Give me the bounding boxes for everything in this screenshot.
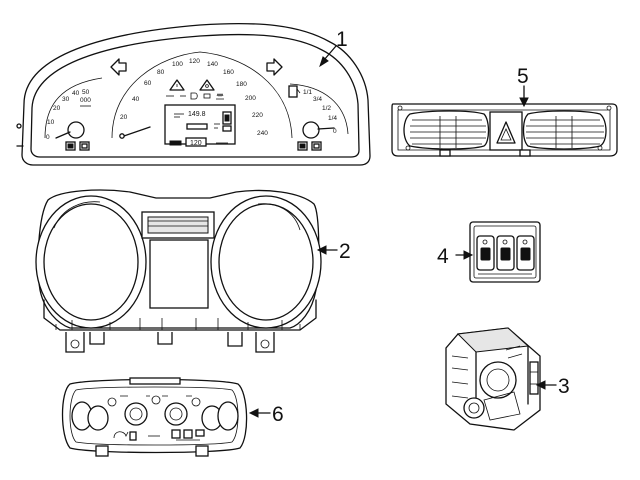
speed-tick-180: 180	[236, 81, 247, 88]
switch-panel	[469, 221, 541, 283]
right-air-vent	[522, 110, 607, 150]
speedometer: 20 40 60 80 100 120 140 160 180 200 220 …	[111, 51, 293, 147]
rpm-gauge: 0 10 20 30 40 50 000	[44, 77, 103, 151]
hazard-triangle-icon	[496, 121, 516, 144]
right-turn-arrow-icon	[266, 58, 283, 76]
speed-tick-220: 220	[252, 112, 263, 119]
callout-2: 2	[316, 240, 351, 263]
left-air-vent	[403, 110, 490, 150]
rpm-tick-20: 20	[53, 105, 61, 112]
climate-control-unit	[61, 377, 248, 457]
speed-tick-200: 200	[245, 95, 256, 102]
rpm-unit-label: 000	[80, 97, 91, 104]
speed-tick-20: 20	[120, 114, 128, 121]
hazard-button[interactable]	[489, 111, 523, 151]
fuel-tick-3-4: 3/4	[313, 96, 322, 103]
right-outer-vent	[217, 401, 239, 431]
left-turn-arrow-icon	[110, 58, 127, 76]
speed-tick-240: 240	[257, 130, 268, 137]
fuel-tick-1-2: 1/2	[322, 105, 331, 112]
fuel-pump-icon	[288, 85, 298, 98]
fuel-tick-full: 1/1	[303, 89, 312, 96]
callout-5-label: 5	[517, 65, 529, 88]
rpm-tick-30: 30	[62, 96, 70, 103]
speed-tick-60: 60	[144, 80, 152, 87]
trip-reading: 149.8	[188, 111, 206, 118]
rpm-tick-10: 10	[47, 119, 55, 126]
triangle-warning-icon	[199, 79, 215, 91]
fuel-tick-empty: 0	[333, 128, 337, 135]
fan-speed-knob[interactable]	[164, 402, 188, 426]
callout-6-label: 6	[272, 403, 284, 426]
switch-assembly	[445, 327, 541, 431]
temperature-knob[interactable]	[124, 402, 148, 426]
speed-tick-120: 120	[189, 58, 200, 65]
odometer-reading: 120	[190, 140, 202, 147]
seat-heater-icon	[216, 93, 224, 100]
callout-1-label: 1	[336, 28, 348, 51]
callout-1: 1	[319, 28, 348, 68]
recirculation-icon	[113, 431, 129, 439]
instrument-cluster: 0 10 20 30 40 50 000 20 40 60 80 100 120…	[16, 22, 371, 166]
speed-tick-40: 40	[132, 96, 140, 103]
rpm-tick-0: 0	[46, 134, 50, 141]
speed-tick-140: 140	[207, 61, 218, 68]
callout-3: 3	[535, 375, 570, 398]
hazard-switch-panel	[391, 103, 618, 157]
speed-tick-100: 100	[172, 61, 183, 68]
rpm-tick-40: 40	[72, 90, 80, 97]
fuel-gauge: 1/1 3/4 1/2 1/4 0	[288, 83, 349, 151]
callout-4-label: 4	[437, 245, 449, 268]
left-inner-vent	[87, 405, 109, 431]
callout-3-label: 3	[558, 375, 570, 398]
callout-5: 5	[517, 65, 529, 108]
headlight-icon	[190, 92, 198, 100]
rpm-tick-50: 50	[82, 89, 90, 96]
callouts: 1 2 3 4 5 6	[248, 28, 570, 426]
warning-triangle-icon	[169, 79, 185, 91]
speed-tick-80: 80	[157, 69, 165, 76]
fuel-tick-1-4: 1/4	[328, 115, 337, 122]
cluster-housing	[35, 189, 322, 353]
speed-tick-160: 160	[223, 69, 234, 76]
callout-2-label: 2	[339, 240, 351, 263]
callout-6: 6	[248, 403, 284, 426]
callout-4: 4	[437, 245, 474, 268]
